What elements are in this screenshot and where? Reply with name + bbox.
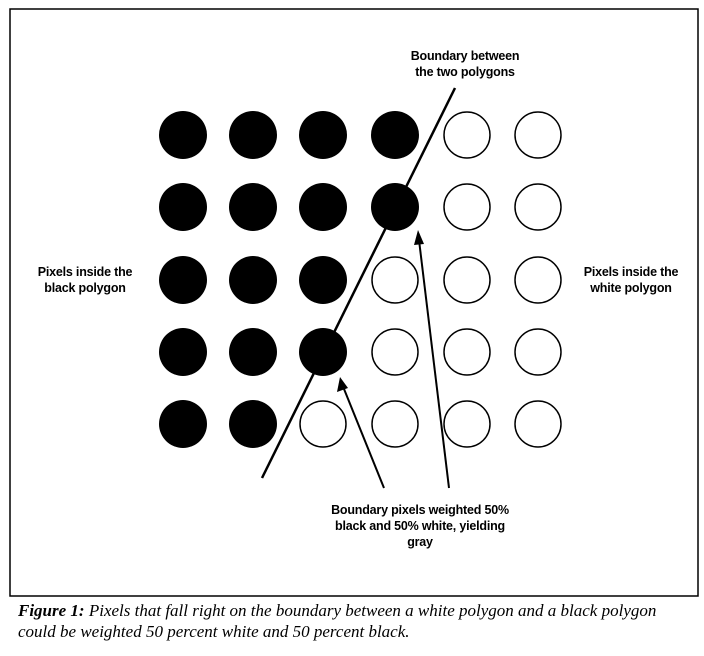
- arrowhead-1: [337, 377, 348, 392]
- caption-text: Pixels that fall right on the boundary b…: [18, 601, 657, 641]
- label-line: Boundary between: [410, 49, 520, 63]
- arrowhead-2: [414, 230, 424, 245]
- white-pixel: [514, 183, 562, 231]
- label-line: Pixels inside the: [583, 265, 679, 279]
- white-pixel: [514, 400, 562, 448]
- black-pixel: [229, 400, 277, 448]
- figure-frame: [9, 8, 699, 597]
- white-pixel: [371, 400, 419, 448]
- white-pixel: [443, 183, 491, 231]
- white-pixel: [514, 256, 562, 304]
- black-pixel: [229, 183, 277, 231]
- label-line: black and 50% white, yielding: [335, 519, 505, 533]
- label-line: white polygon: [590, 281, 672, 295]
- boundary-line-label: Boundary between the two polygons: [380, 48, 550, 80]
- label-line: the two polygons: [415, 65, 515, 79]
- white-pixel: [514, 111, 562, 159]
- white-polygon-label: Pixels inside the white polygon: [566, 264, 696, 296]
- arrow-to-boundary-pixel-2: [418, 239, 450, 489]
- white-pixel: [443, 400, 491, 448]
- white-pixel: [299, 400, 347, 448]
- black-pixel: [159, 328, 207, 376]
- black-pixel: [159, 111, 207, 159]
- black-polygon-label: Pixels inside the black polygon: [20, 264, 150, 296]
- white-pixel: [371, 328, 419, 376]
- arrow-to-boundary-pixel-1: [341, 383, 385, 489]
- black-pixel: [159, 256, 207, 304]
- figure-caption: Figure 1: Pixels that fall right on the …: [18, 600, 698, 642]
- boundary-pixels-label: Boundary pixels weighted 50% black and 5…: [300, 502, 540, 550]
- label-line: gray: [407, 535, 433, 549]
- label-line: Boundary pixels weighted 50%: [331, 503, 509, 517]
- label-line: black polygon: [44, 281, 126, 295]
- white-pixel: [443, 256, 491, 304]
- black-pixel: [159, 183, 207, 231]
- label-line: Pixels inside the: [37, 265, 133, 279]
- black-pixel: [229, 111, 277, 159]
- black-pixel: [159, 400, 207, 448]
- white-pixel: [514, 328, 562, 376]
- black-pixel: [299, 183, 347, 231]
- black-pixel: [229, 256, 277, 304]
- white-pixel: [443, 111, 491, 159]
- boundary-line: [260, 87, 457, 479]
- black-pixel: [371, 111, 419, 159]
- figure-label: Figure 1:: [18, 601, 85, 620]
- white-pixel: [443, 328, 491, 376]
- black-pixel: [229, 328, 277, 376]
- black-pixel: [299, 256, 347, 304]
- white-pixel: [371, 256, 419, 304]
- black-pixel: [299, 111, 347, 159]
